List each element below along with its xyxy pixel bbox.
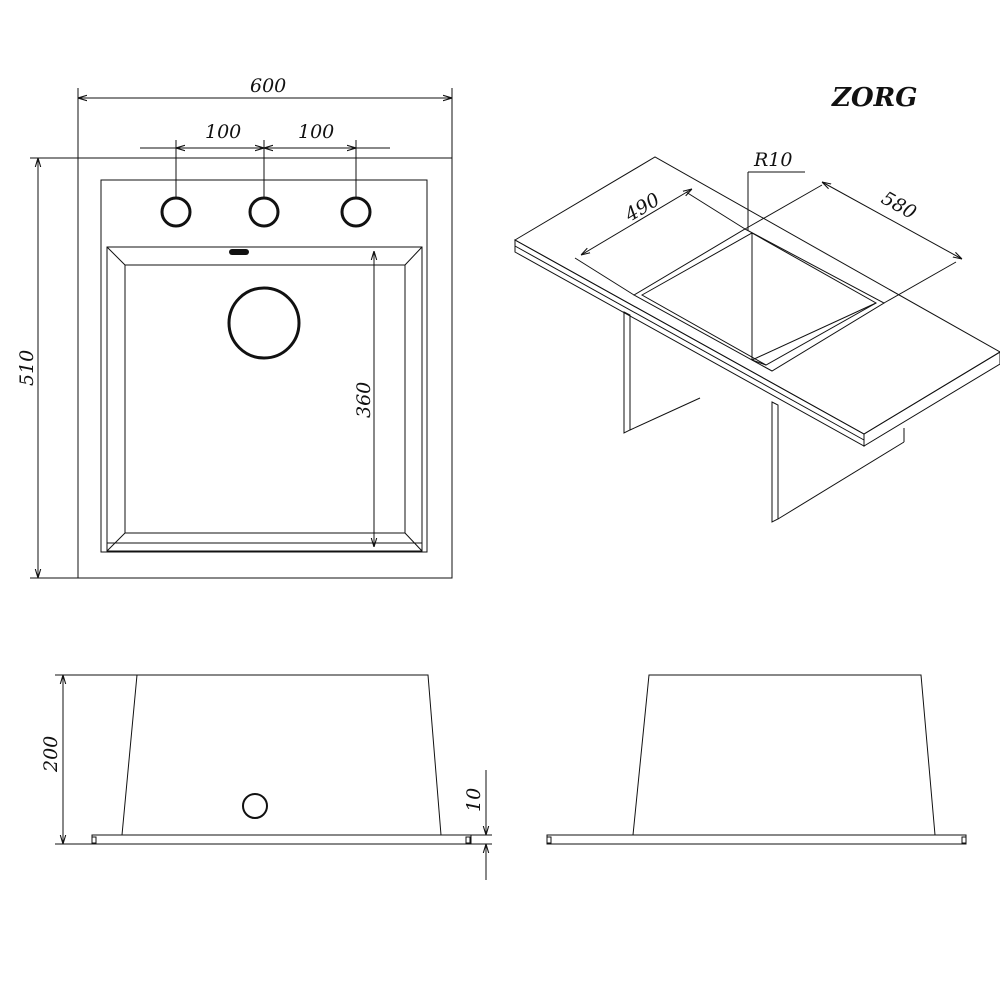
bowl	[106, 246, 423, 552]
tap-hole-right	[340, 196, 372, 228]
dimension-100-right-label: 100	[298, 121, 334, 143]
radius-label: R10	[753, 149, 792, 171]
dimension-tap-spacing: 100 100	[140, 121, 390, 198]
isometric-view: 490 580 R10	[513, 149, 1000, 523]
deck-inner-outline	[100, 179, 428, 553]
dimension-580: 580	[744, 182, 962, 304]
dimension-100-left-label: 100	[205, 121, 241, 143]
dimension-bowl-depth: 360	[353, 251, 375, 547]
bowl-inner-edge	[124, 264, 406, 534]
dimension-height: 200	[40, 674, 137, 845]
bowl-opening	[632, 228, 886, 372]
tap-hole-center	[248, 196, 280, 228]
support-left	[623, 311, 631, 434]
dimension-360-label: 360	[353, 382, 375, 418]
dimension-600-label: 600	[250, 75, 286, 97]
drain-hole	[227, 286, 301, 360]
dimension-width: 600	[77, 75, 453, 158]
brand-label: ZORG	[831, 83, 917, 113]
bowl-outer-edge	[106, 246, 423, 552]
dimension-490-label: 490	[620, 189, 663, 227]
side-view	[546, 674, 967, 845]
overflow-slot	[229, 249, 249, 255]
tap-holes	[160, 196, 372, 228]
side-bowl-body	[632, 674, 936, 836]
radius-leader: R10	[747, 149, 805, 231]
front-drain-hole	[242, 793, 268, 819]
countertop-side-edge	[863, 351, 1000, 447]
sink-outline	[77, 157, 453, 579]
dimension-200-label: 200	[40, 736, 62, 773]
top-view: 600 100 100 510 360	[16, 75, 453, 579]
dimension-510-label: 510	[16, 350, 38, 386]
front-view: 200 10	[40, 674, 492, 880]
tap-hole-left	[160, 196, 192, 228]
side-rim	[546, 834, 967, 845]
bowl-inner-rim	[640, 232, 878, 366]
dimension-580-label: 580	[878, 187, 920, 224]
front-rim	[91, 834, 472, 845]
support-right	[771, 401, 779, 523]
dimension-rim-thickness: 10	[463, 770, 492, 880]
dimension-10-label: 10	[463, 788, 485, 812]
dimension-depth: 510	[16, 157, 78, 579]
countertop-top	[513, 156, 1000, 435]
front-bowl-body	[121, 674, 442, 836]
